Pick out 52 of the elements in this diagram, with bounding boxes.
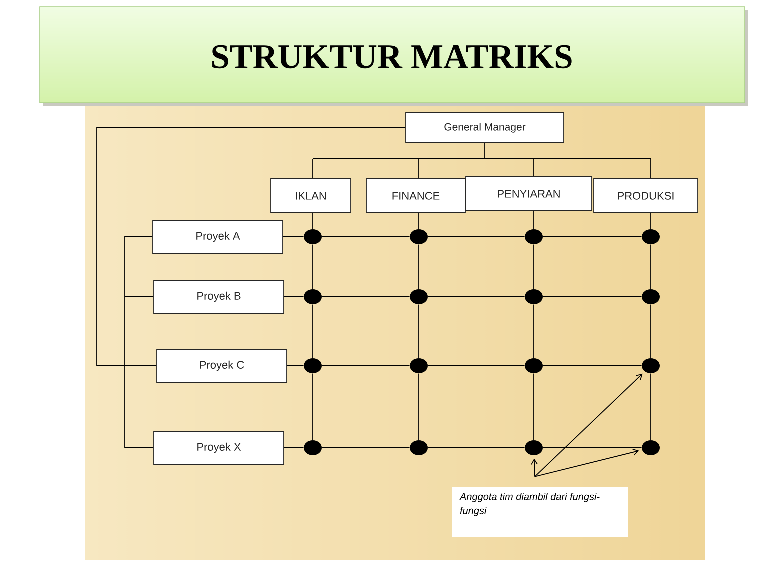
arrow [534,448,640,478]
connector-line [418,213,420,230]
connector-line [322,296,410,298]
connector-line [542,296,642,298]
connector-line [284,296,304,298]
connector-line [650,213,652,230]
junction-dot [304,358,322,374]
connector-line [650,244,652,290]
connector-line [650,304,652,359]
junction-dot [642,230,660,244]
arrow [531,458,538,478]
project-box: Proyek B [154,280,284,314]
connector-line [322,236,410,238]
junction-dot [642,290,660,304]
department-box: PRODUKSI [594,178,698,214]
connector-line [650,373,652,441]
department-box: PENYIARAN [466,176,592,212]
junction-dot [410,230,428,244]
connector-line [418,373,420,441]
connector-line [312,244,314,290]
junction-dot [525,358,543,374]
connector-line [428,296,526,298]
connector-line [312,373,314,441]
connector-line [312,304,314,359]
junction-dot [410,290,428,304]
connector-line [542,236,642,238]
junction-dot [304,440,322,456]
project-box: Proyek X [154,431,284,465]
title-banner: STRUKTUR MATRIKS [40,6,748,106]
connector-line [312,213,314,230]
junction-dot [410,440,428,456]
project-box: Proyek C [156,349,288,383]
junction-dot [304,230,322,244]
connector-line [312,143,652,179]
connector-line [418,304,420,359]
junction-dot [304,290,322,304]
department-box: FINANCE [366,178,466,214]
connector-line [283,236,304,238]
junction-dot [410,358,428,374]
note-box: Anggota tim diambil dari fungsi-fungsi [452,487,628,537]
department-box: IKLAN [270,178,352,214]
junction-dot [642,358,660,374]
junction-dot [525,230,543,244]
junction-dot [642,440,660,456]
connector-line [96,128,406,448]
junction-dot [525,290,543,304]
junction-dot [525,440,543,456]
connector-line [418,244,420,290]
manager-box: General Manager [406,112,564,144]
connector-line [428,236,526,238]
project-box: Proyek A [152,220,284,254]
arrow [534,374,643,478]
